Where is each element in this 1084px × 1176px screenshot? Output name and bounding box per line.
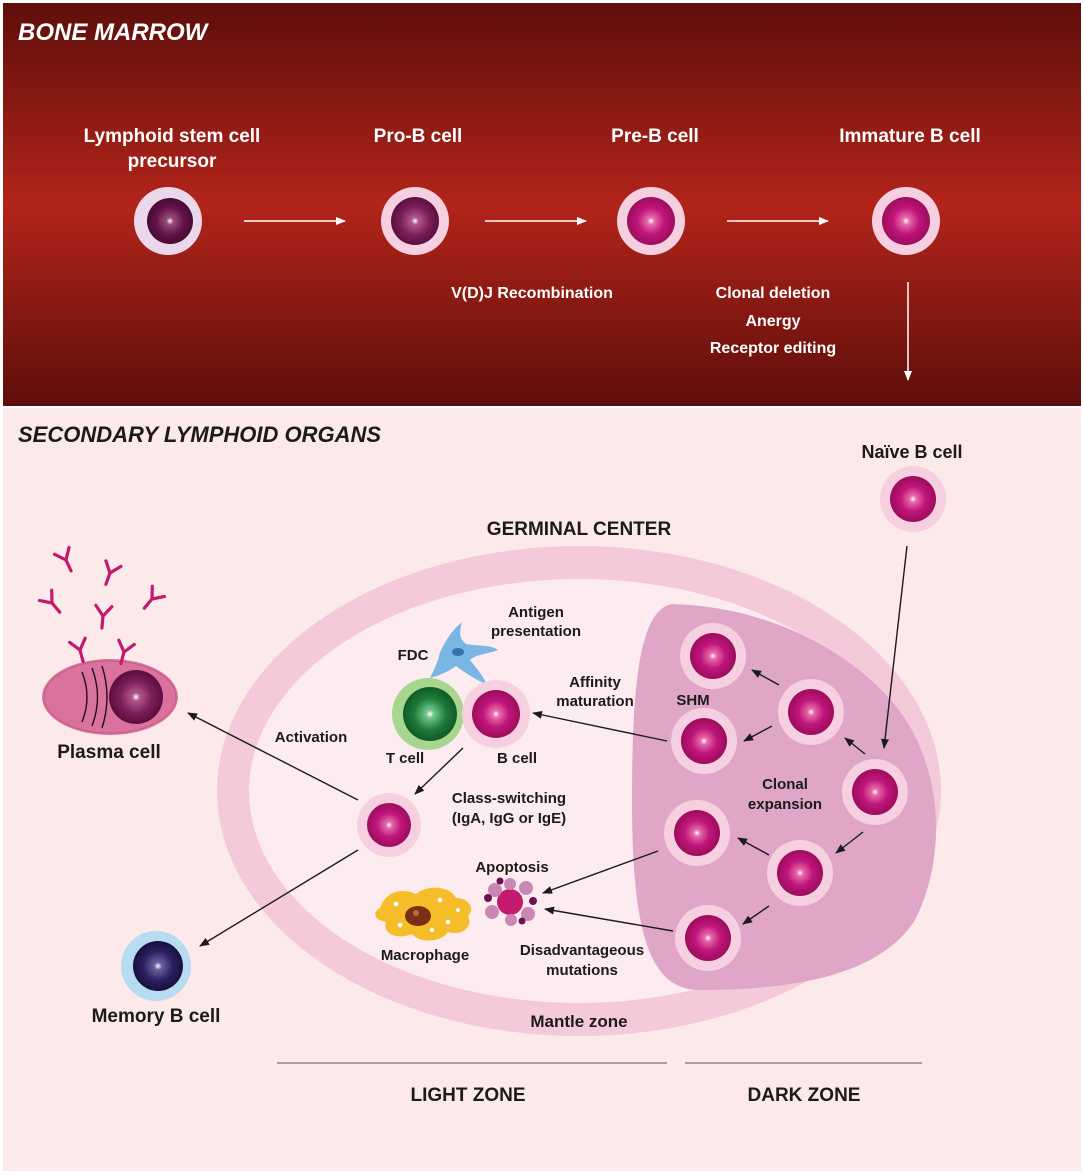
clonal-expansion-label-line1: Clonal (762, 776, 808, 793)
dark-zone-cell-3 (671, 708, 737, 774)
mantle-zone-label: Mantle zone (530, 1012, 627, 1031)
stage-label-immature-b: Immature B cell (839, 126, 981, 147)
plasma-cell-label: Plasma cell (57, 742, 161, 763)
class-switching-label-line2: (IgA, IgG or IgE) (452, 810, 566, 827)
arrow-to-class-switching (414, 747, 464, 795)
shm-label: SHM (676, 692, 709, 709)
arrow-to-apoptosis-upper (542, 850, 659, 894)
class-switching-label-line1: Class-switching (452, 790, 566, 807)
t-cell-label: T cell (386, 750, 424, 767)
antigen-presentation-label-line2: presentation (491, 623, 581, 640)
immature-b-cell (872, 187, 940, 255)
arrow-expansion-a (844, 737, 866, 755)
process-anergy: Anergy (745, 313, 800, 330)
plasma-cell (42, 659, 178, 735)
arrow-to-apoptosis-lower (544, 906, 674, 932)
activation-label: Activation (275, 729, 348, 746)
arrow-expansion-d (835, 831, 864, 854)
arrow-affinity-maturation (532, 710, 668, 742)
dark-zone-cell-2 (778, 679, 844, 745)
dark-zone-cell-5 (664, 800, 730, 866)
fdc-label: FDC (398, 647, 429, 664)
macrophage (375, 887, 472, 941)
antigen-presentation-label-line1: Antigen (508, 604, 564, 621)
memory-b-cell-label: Memory B cell (92, 1006, 221, 1027)
naive-b-cell-label: Naïve B cell (861, 442, 962, 462)
disadvantageous-mutations-label-line1: Disadvantageous (520, 942, 644, 959)
apoptosis-label: Apoptosis (475, 859, 548, 876)
apoptotic-cell (484, 877, 537, 926)
dark-zone-cell-4 (842, 759, 908, 825)
arrow-naive-into-germinal-center (881, 545, 908, 749)
dark-zone-cell-7 (675, 905, 741, 971)
germinal-center-title: GERMINAL CENTER (487, 519, 672, 540)
stage-label-pre-b: Pre-B cell (611, 126, 699, 147)
bone-marrow-title: BONE MARROW (18, 19, 210, 46)
stage-label-stem-cell-line1: Lymphoid stem cell (84, 126, 261, 147)
clonal-expansion-label-line2: expansion (748, 796, 822, 813)
arrow-expansion-e (737, 837, 770, 856)
arrow-expansion-c (743, 725, 773, 742)
pro-b-cell (381, 187, 449, 255)
arrow-expansion-f (742, 905, 770, 925)
dark-zone-cell-6 (767, 840, 833, 906)
affinity-maturation-label-line2: maturation (556, 693, 634, 710)
affinity-maturation-label-line1: Affinity (569, 674, 621, 691)
pre-b-cell (617, 187, 685, 255)
dark-zone-cell-1 (680, 623, 746, 689)
secondary-organs-title: SECONDARY LYMPHOID ORGANS (18, 422, 381, 447)
macrophage-label: Macrophage (381, 947, 469, 964)
fdc-dendritic-cell (430, 622, 498, 684)
b-cell-label: B cell (497, 750, 537, 767)
light-zone-b-cell (462, 680, 530, 748)
arrow-expansion-b (751, 669, 780, 686)
process-clonal-deletion: Clonal deletion (716, 285, 831, 302)
stage-label-stem-cell-line2: precursor (128, 151, 217, 172)
disadvantageous-mutations-label-line2: mutations (546, 962, 618, 979)
class-switched-b-cell (357, 793, 421, 857)
arrow-to-memory-b-cell (199, 849, 359, 947)
lymphoid-stem-cell (134, 187, 202, 255)
arrow-to-plasma-cell (187, 712, 359, 801)
light-zone-label: LIGHT ZONE (410, 1085, 525, 1106)
dark-zone-label: DARK ZONE (748, 1085, 861, 1106)
memory-b-cell (121, 931, 191, 1001)
stage-label-pro-b: Pro-B cell (374, 126, 463, 147)
t-cell (392, 678, 464, 750)
dark-zone-area (632, 604, 937, 990)
process-receptor-editing: Receptor editing (710, 340, 836, 357)
process-vdj-recombination: V(D)J Recombination (451, 285, 613, 302)
naive-b-cell (880, 466, 946, 532)
